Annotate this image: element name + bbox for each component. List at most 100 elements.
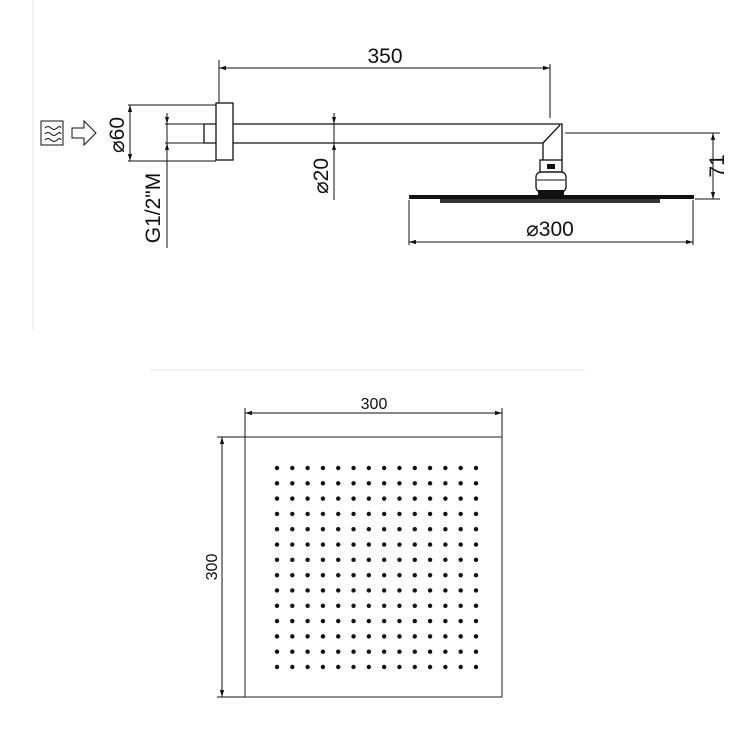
nozzle-dot xyxy=(366,664,372,670)
nozzle-dot xyxy=(351,634,356,639)
nozzle-dot xyxy=(443,572,448,578)
nozzle-dot xyxy=(351,664,356,670)
nozzle-dot xyxy=(305,496,310,501)
nozzle-dot xyxy=(366,634,372,639)
nozzle-dot xyxy=(397,588,402,593)
nozzle-dot xyxy=(458,496,463,501)
nozzle-dot xyxy=(473,511,479,517)
nozzle-dot xyxy=(336,603,341,608)
nozzle-dot xyxy=(427,527,433,532)
nozzle-dot xyxy=(290,618,295,624)
nozzle-dot xyxy=(458,618,463,624)
nozzle-dot xyxy=(473,481,479,486)
nozzle-dot xyxy=(366,588,372,593)
nozzle-dot xyxy=(336,527,341,532)
nozzle-dot xyxy=(412,603,417,608)
arrow-right-icon xyxy=(71,119,97,147)
nozzle-dot xyxy=(336,511,341,517)
nozzle-dot xyxy=(443,664,448,670)
head-diameter-label: ⌀300 xyxy=(526,218,574,241)
nozzle-dot xyxy=(412,542,417,547)
nozzle-dot xyxy=(305,649,310,654)
shower-head-square xyxy=(244,436,503,698)
nozzle-dot xyxy=(412,618,417,624)
nozzle-dot xyxy=(397,511,402,517)
nozzle-dot xyxy=(320,527,326,532)
nozzle-dot xyxy=(305,634,310,639)
nozzle-dot xyxy=(290,557,295,563)
nozzle-dot xyxy=(443,557,448,563)
nozzle-dot xyxy=(336,557,341,563)
nozzle-dot xyxy=(412,465,417,471)
nozzle-dot xyxy=(274,649,280,654)
nozzle-dot xyxy=(305,481,310,486)
nozzle-grid xyxy=(274,465,479,670)
shower-arm xyxy=(233,123,563,160)
nozzle-dot xyxy=(336,618,341,624)
nozzle-dot xyxy=(381,527,387,532)
nozzle-dot xyxy=(381,481,387,486)
nozzle-dot xyxy=(290,634,295,639)
wall-flange xyxy=(215,102,234,161)
nozzle-dot xyxy=(366,542,372,547)
nozzle-dot xyxy=(427,634,433,639)
nozzle-dot xyxy=(458,603,463,608)
nozzle-dot xyxy=(412,572,417,578)
nozzle-dot xyxy=(351,603,356,608)
arm-length-label: 350 xyxy=(367,45,402,68)
nozzle-dot xyxy=(336,572,341,578)
nozzle-dot xyxy=(320,542,326,547)
nozzle-dot xyxy=(366,649,372,654)
nozzle-dot xyxy=(320,496,326,501)
nozzle-dot xyxy=(473,634,479,639)
nozzle-dot xyxy=(381,634,387,639)
nozzle-dot xyxy=(290,465,295,471)
nozzle-dot xyxy=(427,496,433,501)
nozzle-dot xyxy=(458,465,463,471)
nozzle-dot xyxy=(473,496,479,501)
nozzle-dot xyxy=(274,465,280,471)
nozzle-dot xyxy=(336,481,341,486)
nozzle-dot xyxy=(305,618,310,624)
nozzle-dot xyxy=(412,649,417,654)
nozzle-dot xyxy=(397,465,402,471)
nozzle-dot xyxy=(336,465,341,471)
nozzle-dot xyxy=(397,542,402,547)
nozzle-dot xyxy=(397,634,402,639)
nozzle-dot xyxy=(305,542,310,547)
nozzle-dot xyxy=(290,542,295,547)
nozzle-dot xyxy=(351,572,356,578)
nozzle-dot xyxy=(412,557,417,563)
nozzle-dot xyxy=(320,511,326,517)
nozzle-dot xyxy=(274,511,280,517)
nozzle-dot xyxy=(427,664,433,670)
nozzle-dot xyxy=(336,496,341,501)
nozzle-dot xyxy=(397,557,402,563)
nozzle-dot xyxy=(427,649,433,654)
nozzle-dot xyxy=(290,481,295,486)
nozzle-dot xyxy=(458,557,463,563)
nozzle-dot xyxy=(473,618,479,624)
nozzle-dot xyxy=(336,664,341,670)
nozzle-dot xyxy=(397,572,402,578)
nozzle-dot xyxy=(473,572,479,578)
nozzle-dot xyxy=(351,527,356,532)
nozzle-dot xyxy=(473,649,479,654)
nozzle-dot xyxy=(290,649,295,654)
nozzle-dot xyxy=(336,588,341,593)
nozzle-dot xyxy=(305,603,310,608)
nozzle-dot xyxy=(397,496,402,501)
nozzle-dot xyxy=(427,588,433,593)
height-label: 300 xyxy=(204,554,221,581)
nozzle-dot xyxy=(458,542,463,547)
nozzle-dot xyxy=(290,496,295,501)
nozzle-dot xyxy=(443,481,448,486)
nozzle-dot xyxy=(366,511,372,517)
nozzle-dot xyxy=(381,649,387,654)
arm-diameter-label: ⌀20 xyxy=(310,158,333,194)
nozzle-dot xyxy=(412,664,417,670)
nozzle-dot xyxy=(320,465,326,471)
nozzle-dot xyxy=(381,542,387,547)
nozzle-dot xyxy=(473,664,479,670)
nozzle-dot xyxy=(320,634,326,639)
